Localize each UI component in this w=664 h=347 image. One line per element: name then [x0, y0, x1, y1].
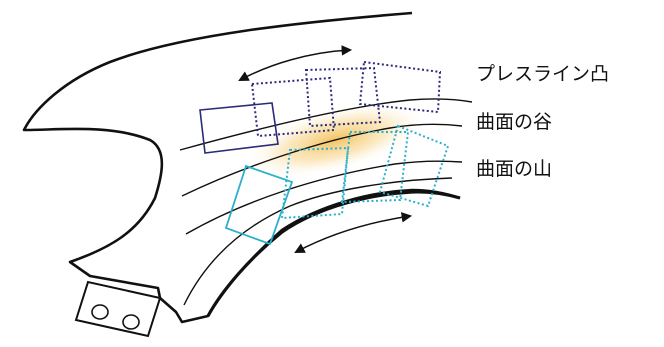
cyan-frame-solid [224, 164, 294, 246]
contour-line-2 [181, 123, 463, 197]
hole-left [91, 304, 109, 320]
cyan-frame-dotted-3 [378, 124, 450, 208]
cyan-frame-dotted-2 [340, 131, 410, 204]
navy-frame-solid [199, 102, 279, 154]
clip-tab [74, 280, 162, 338]
label-press-line-convex: プレスライン凸 [476, 63, 609, 85]
panel-inner-edge [206, 190, 461, 317]
lower-motion-arrow [294, 212, 413, 253]
navy-frame-dotted-3 [358, 60, 442, 114]
cyan-frame-dotted-1 [280, 146, 350, 220]
label-surface-valley: 曲面の谷 [476, 111, 552, 133]
upper-motion-arrow [238, 45, 353, 81]
contour-line-4 [183, 177, 453, 306]
panel-outline [22, 11, 461, 324]
hole-right [122, 314, 140, 330]
label-surface-ridge: 曲面の山 [476, 158, 552, 180]
